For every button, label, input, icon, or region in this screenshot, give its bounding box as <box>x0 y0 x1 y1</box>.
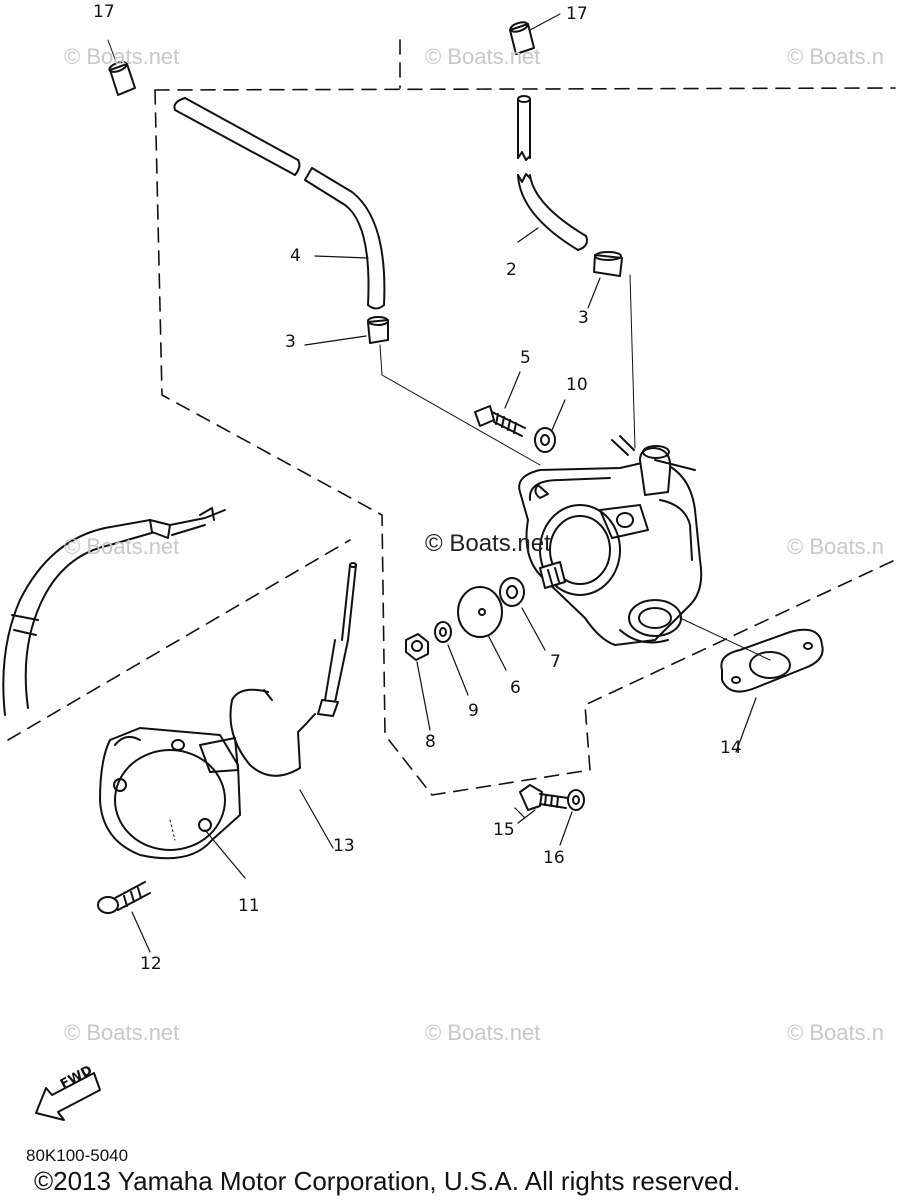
watermark: © Boats.net <box>64 534 180 559</box>
callout-17: 17 <box>93 2 115 22</box>
choke-cable-13 <box>229 562 357 849</box>
lockwasher-9 <box>434 621 469 696</box>
callout-9: 9 <box>468 701 479 721</box>
nut-8 <box>405 633 431 731</box>
callout-11: 11 <box>238 896 260 916</box>
callout-3: 3 <box>285 332 296 352</box>
callout-7: 7 <box>550 652 561 672</box>
callout-10: 10 <box>566 375 588 395</box>
callout-3: 3 <box>578 308 589 328</box>
fuel-pump-body <box>518 435 703 646</box>
callout-4: 4 <box>290 246 301 266</box>
fwd-arrow-icon <box>35 1072 101 1121</box>
gasket-14 <box>679 617 824 753</box>
callout-5: 5 <box>520 348 531 368</box>
watermark: © Boats.net <box>64 1020 180 1045</box>
part-code: 80K100-5040 <box>26 1146 129 1165</box>
screw-5 <box>474 371 526 437</box>
callout-12: 12 <box>140 954 162 974</box>
watermark: © Boats.n <box>787 534 884 559</box>
watermark: © Boats.net <box>64 44 180 69</box>
dashed-assembly-boundary <box>7 39 896 796</box>
throttle-cable <box>2 507 226 716</box>
callout-8: 8 <box>425 732 436 752</box>
sleeve-3-left <box>304 316 541 466</box>
watermark: © Boats.n <box>787 1020 884 1045</box>
diaphragm-6 <box>457 586 507 671</box>
sleeve-3-right <box>587 251 636 449</box>
washer-7 <box>499 577 546 651</box>
bolt-15 <box>514 784 569 824</box>
callout-15: 15 <box>493 820 515 840</box>
cover-11 <box>99 727 246 879</box>
watermark: © Boats.n <box>787 44 884 69</box>
callout-14: 14 <box>720 738 742 758</box>
watermark: © Boats.net <box>425 44 541 69</box>
callout-2: 2 <box>506 260 517 280</box>
washer-10 <box>534 399 566 453</box>
cap-17-right <box>509 13 561 55</box>
hose-2 <box>517 95 588 251</box>
washer-16 <box>559 789 585 846</box>
callout-16: 16 <box>543 848 565 868</box>
screw-12 <box>97 881 151 953</box>
cap-17-left <box>107 39 136 96</box>
copyright-notice: ©2013 Yamaha Motor Corporation, U.S.A. A… <box>34 1166 741 1196</box>
watermark: © Boats.net <box>425 1020 541 1045</box>
hose-4 <box>173 97 386 310</box>
callout-13: 13 <box>333 836 355 856</box>
callout-17: 17 <box>566 4 588 24</box>
watermark: © Boats.net <box>425 530 551 557</box>
callout-6: 6 <box>510 678 521 698</box>
